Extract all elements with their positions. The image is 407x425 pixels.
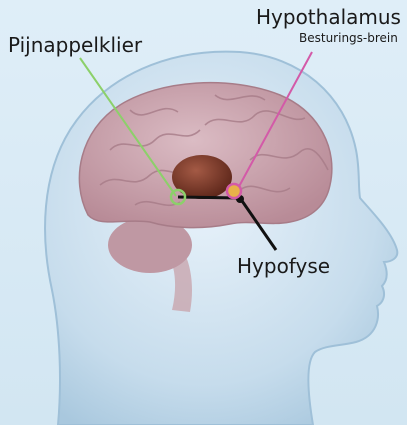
thalamus bbox=[172, 155, 232, 199]
label-hypothalamus: Hypothalamus bbox=[256, 5, 401, 29]
hypothalamus-marker bbox=[227, 184, 241, 198]
label-pineal-gland: Pijnappelklier bbox=[8, 33, 142, 57]
label-hypothalamus-sub: Besturings-brein bbox=[299, 31, 398, 45]
label-pituitary: Hypofyse bbox=[237, 254, 330, 278]
